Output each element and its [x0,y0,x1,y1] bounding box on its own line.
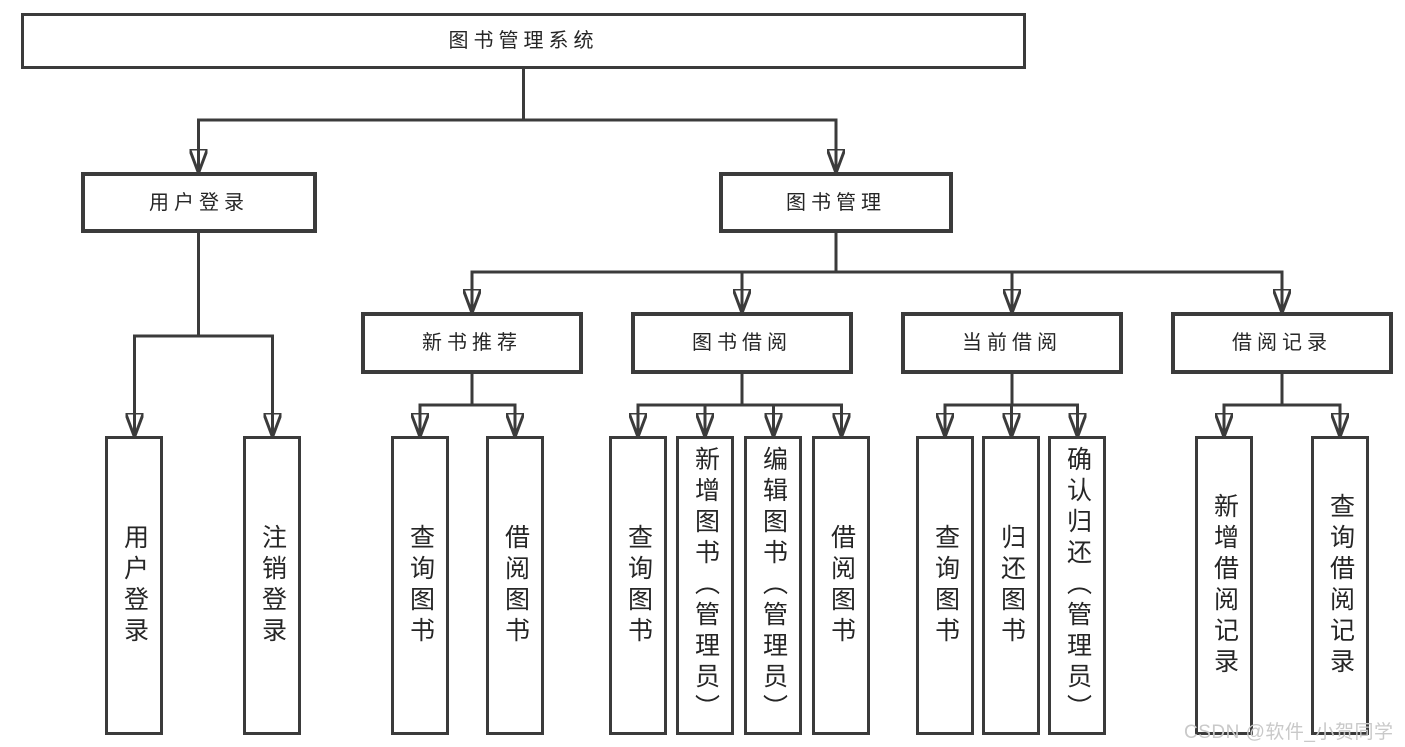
leaf-query-books-current: 查询图书 [916,436,974,735]
node-user-login: 用户登录 [81,172,317,233]
leaf-label: 新增图书（管理员） [691,446,720,725]
leaf-edit-books-admin: 编辑图书（管理员） [744,436,802,735]
node-library-system-root: 图书管理系统 [21,13,1026,69]
node-label: 借阅记录 [1232,332,1332,354]
leaf-label: 确认归还（管理员） [1063,446,1092,725]
leaf-label: 查询借阅记录 [1326,492,1355,679]
leaf-logout: 注销登录 [243,436,301,735]
leaf-label: 编辑图书（管理员） [759,446,788,725]
arrow-connectors [135,118,1341,438]
node-label: 图书管理系统 [448,30,599,52]
leaf-borrow-books: 借阅图书 [812,436,870,735]
leaf-add-borrow-record: 新增借阅记录 [1195,436,1253,735]
node-current-borrowing: 当前借阅 [901,312,1123,374]
node-label: 用户登录 [149,191,249,214]
leaf-user-login: 用户登录 [105,436,163,735]
leaf-label: 新增借阅记录 [1210,492,1239,679]
leaf-label: 用户登录 [120,523,149,648]
node-label: 当前借阅 [962,332,1062,354]
leaf-borrow-books-recommend: 借阅图书 [486,436,544,735]
leaf-label: 归还图书 [997,523,1026,648]
leaf-query-borrow-record: 查询借阅记录 [1311,436,1369,735]
leaf-label: 查询图书 [624,523,653,648]
leaf-return-books: 归还图书 [982,436,1040,735]
leaf-confirm-return-admin: 确认归还（管理员） [1048,436,1106,735]
leaf-label: 查询图书 [931,523,960,648]
leaf-label: 查询图书 [406,523,435,648]
node-label: 图书借阅 [692,332,792,354]
node-label: 图书管理 [786,191,886,214]
leaf-label: 借阅图书 [827,523,856,648]
leaf-label: 借阅图书 [501,523,530,648]
leaf-label: 注销登录 [258,523,287,648]
leaf-query-books-recommend: 查询图书 [391,436,449,735]
node-label: 新书推荐 [422,332,522,354]
leaf-add-books-admin: 新增图书（管理员） [676,436,734,735]
csdn-watermark: CSDN @软件_小贺同学 [1184,722,1394,743]
node-new-book-recommend: 新书推荐 [361,312,583,374]
node-book-borrowing: 图书借阅 [631,312,853,374]
leaf-query-books-borrow: 查询图书 [609,436,667,735]
node-book-management: 图书管理 [719,172,953,233]
node-borrowing-records: 借阅记录 [1171,312,1393,374]
